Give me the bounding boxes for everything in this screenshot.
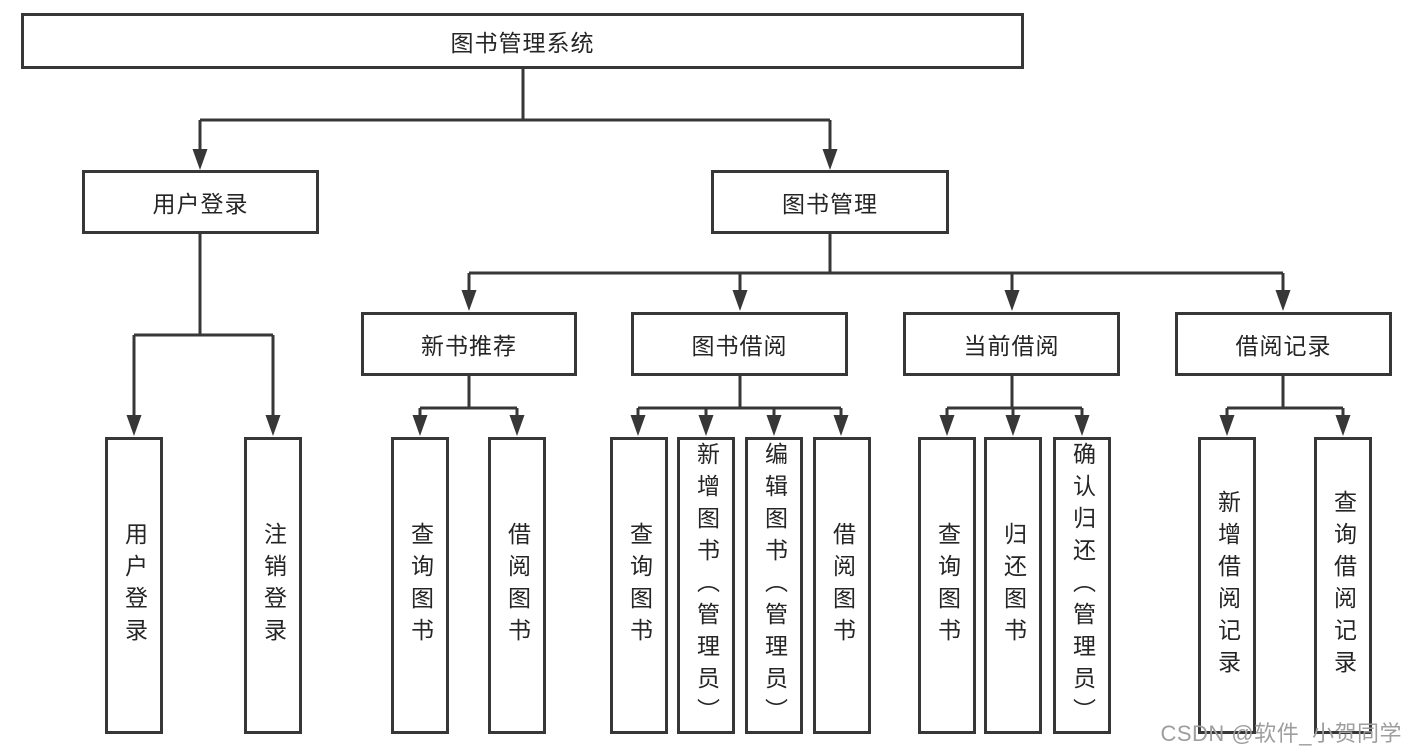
leaf-query-books-borrow: 查询图书 (610, 437, 668, 734)
edge-new-book-to-leaves (418, 376, 519, 418)
edge-root-to-level2 (198, 68, 832, 151)
arrow-down-icon (1219, 415, 1235, 436)
arrow-down-icon (461, 290, 477, 311)
node-label: 图书管理系统 (450, 30, 595, 56)
edge-borrow-records-to-leaves (1225, 376, 1345, 418)
node-label: 归还图书 (1000, 521, 1027, 650)
node-label: 借阅图书 (829, 521, 856, 650)
arrow-down-icon (833, 415, 849, 436)
edge-book-borrow-to-leaves (636, 376, 843, 418)
node-label: 查询图书 (934, 521, 961, 650)
arrow-down-icon (939, 415, 955, 436)
arrow-down-icon (732, 290, 748, 311)
node-label: 新书推荐 (421, 333, 517, 359)
node-label: 查询图书 (407, 521, 434, 650)
leaf-confirm-return-admin: 确认归还（管理员） (1053, 437, 1111, 734)
arrow-down-icon (766, 415, 782, 436)
leaf-borrow-books-recommend: 借阅图书 (488, 437, 546, 734)
node-label: 新增图书（管理员） (693, 441, 720, 730)
arrowheads (126, 149, 1351, 436)
leaf-user-login: 用户登录 (105, 437, 163, 734)
arrow-down-icon (192, 149, 208, 170)
node-label: 当前借阅 (963, 333, 1060, 359)
leaf-add-book-admin: 新增图书（管理员） (677, 437, 735, 734)
node-label: 图书管理 (782, 191, 878, 217)
node-label: 确认归还（管理员） (1069, 441, 1096, 730)
arrow-down-icon (1074, 415, 1090, 436)
node-label: 注销登录 (260, 521, 287, 650)
node-label: 用户登录 (121, 521, 148, 650)
edge-current-borrow-to-leaves (945, 376, 1084, 418)
node-label: 用户登录 (152, 191, 249, 217)
node-label: 借阅图书 (504, 521, 531, 650)
node-label: 借阅记录 (1235, 333, 1332, 359)
leaf-query-borrow-record: 查询借阅记录 (1314, 437, 1372, 734)
node-label: 查询借阅记录 (1330, 489, 1357, 682)
leaf-return-book: 归还图书 (984, 437, 1042, 734)
node-book-management: 图书管理 (711, 170, 949, 234)
node-borrow-records: 借阅记录 (1175, 312, 1392, 376)
arrow-down-icon (126, 415, 142, 436)
node-label: 新增借阅记录 (1214, 489, 1241, 682)
arrow-down-icon (822, 149, 838, 170)
node-current-borrow: 当前借阅 (903, 312, 1120, 376)
arrow-down-icon (265, 415, 281, 436)
leaf-query-books-recommend: 查询图书 (391, 437, 449, 734)
arrow-down-icon (412, 415, 428, 436)
node-root: 图书管理系统 (21, 13, 1024, 69)
leaf-borrow-books: 借阅图书 (813, 437, 871, 734)
leaf-query-books-current: 查询图书 (918, 437, 976, 734)
node-new-book-recommend: 新书推荐 (361, 312, 577, 376)
node-label: 编辑图书（管理员） (761, 441, 788, 730)
leaf-add-borrow-record: 新增借阅记录 (1198, 437, 1256, 734)
arrow-down-icon (1335, 415, 1351, 436)
edge-user-login-to-leaves (132, 234, 275, 418)
leaf-edit-book-admin: 编辑图书（管理员） (745, 437, 803, 734)
arrow-down-icon (509, 415, 525, 436)
arrow-down-icon (1275, 290, 1291, 311)
node-label: 图书借阅 (691, 333, 788, 359)
watermark: CSDN @软件_小贺同学 (1160, 721, 1402, 746)
arrow-down-icon (698, 415, 714, 436)
node-label: 查询图书 (626, 521, 653, 650)
node-user-login: 用户登录 (82, 170, 319, 234)
arrow-down-icon (1005, 415, 1021, 436)
leaf-logout: 注销登录 (244, 437, 302, 734)
arrow-down-icon (1004, 290, 1020, 311)
edge-book-management-to-level3 (467, 234, 1285, 293)
arrow-down-icon (630, 415, 646, 436)
node-book-borrow: 图书借阅 (631, 312, 848, 376)
